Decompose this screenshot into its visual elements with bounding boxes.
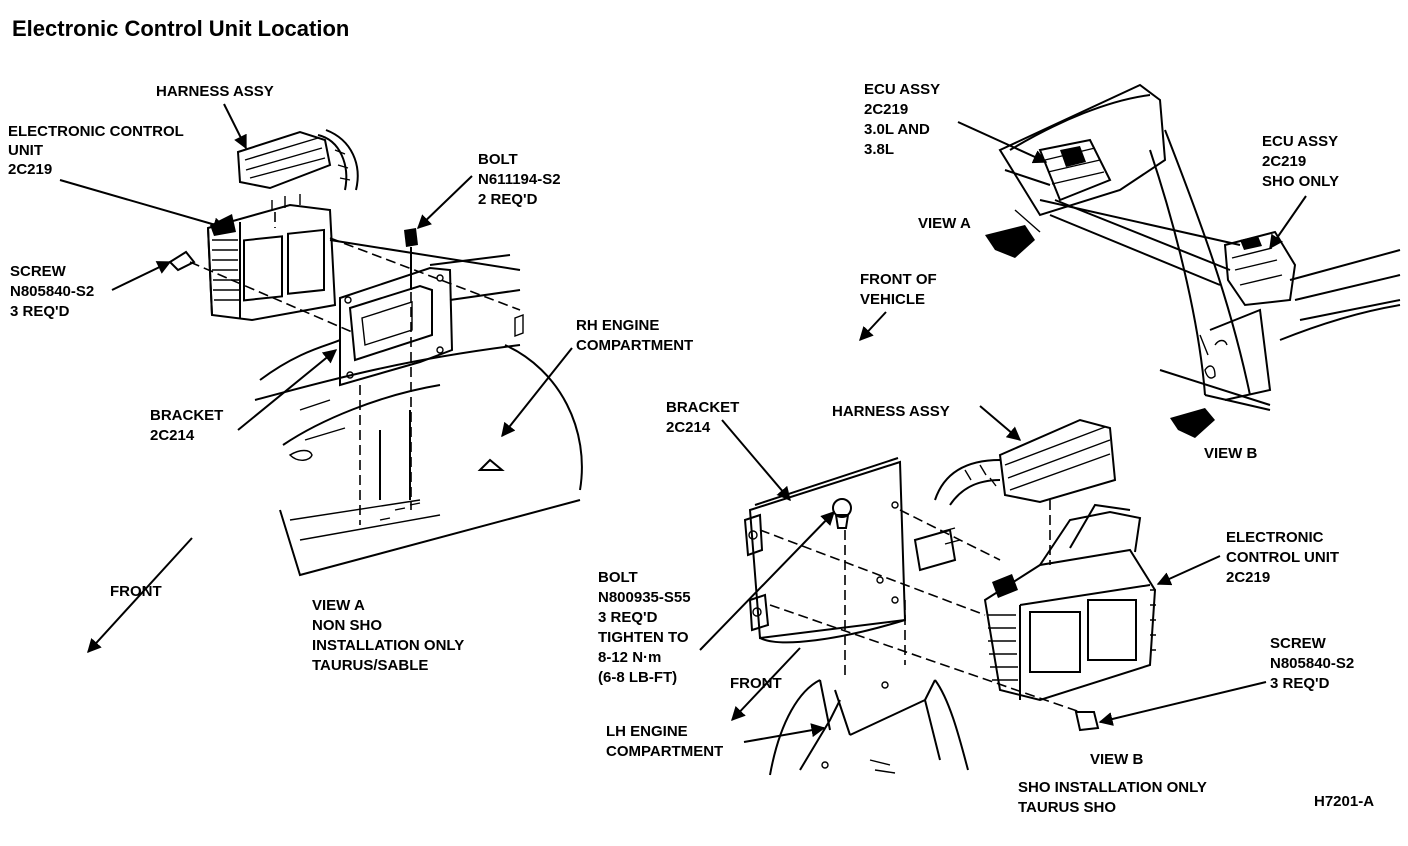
view-b-mount-panel [769, 679, 969, 776]
overview-view-b-label: VIEW B [1204, 445, 1258, 462]
svg-text:ECU ASSY: ECU ASSY [1262, 133, 1338, 150]
svg-text:ELECTRONIC: ELECTRONIC [1226, 529, 1324, 546]
svg-text:SHO ONLY: SHO ONLY [1262, 173, 1339, 190]
overview-drawing [985, 83, 1401, 438]
view-b-bolt [832, 498, 852, 529]
svg-text:3 REQ'D: 3 REQ'D [10, 303, 70, 320]
view-b-bracket-label: BRACKET 2C214 [666, 399, 739, 436]
figure-id: H7201-A [1314, 793, 1374, 810]
view-b-front-arrow [731, 647, 801, 722]
diagram-title: Electronic Control Unit Location [12, 16, 349, 41]
svg-text:VIEW B: VIEW B [1090, 751, 1144, 768]
svg-text:BRACKET: BRACKET [150, 407, 223, 424]
view-a-harness-label: HARNESS ASSY [156, 83, 274, 100]
view-b-lh-engine-label: LH ENGINE COMPARTMENT [606, 723, 723, 760]
svg-text:ELECTRONIC CONTROL: ELECTRONIC CONTROL [8, 123, 184, 140]
view-b-ecu-module [983, 503, 1157, 702]
svg-text:3 REQ'D: 3 REQ'D [598, 609, 658, 626]
svg-text:RH ENGINE: RH ENGINE [576, 317, 659, 334]
svg-text:FRONT OF: FRONT OF [860, 271, 937, 288]
svg-text:SHO INSTALLATION ONLY: SHO INSTALLATION ONLY [1018, 779, 1207, 796]
view-a-harness-connector [236, 129, 359, 191]
view-a-front-arrow [87, 537, 193, 654]
svg-text:BOLT: BOLT [598, 569, 638, 586]
view-b-bracket [743, 457, 907, 644]
overview-ecu-sho-label: ECU ASSY 2C219 SHO ONLY [1262, 133, 1339, 190]
svg-text:COMPARTMENT: COMPARTMENT [606, 743, 723, 760]
svg-text:BRACKET: BRACKET [666, 399, 739, 416]
svg-text:3 REQ'D: 3 REQ'D [1270, 675, 1330, 692]
svg-text:TAURUS/SABLE: TAURUS/SABLE [312, 657, 428, 674]
svg-text:2C219: 2C219 [1226, 569, 1270, 586]
view-b-ecu-label: ELECTRONIC CONTROL UNIT 2C219 [1226, 529, 1339, 586]
view-a-screw-label: SCREW N805840-S2 3 REQ'D [10, 263, 94, 320]
svg-text:VEHICLE: VEHICLE [860, 291, 925, 308]
overview-ecu-sho [1223, 230, 1297, 307]
overview-view-b-pointer [1170, 408, 1215, 438]
view-b-harness-connector [934, 418, 1117, 506]
view-a-bracket-label: BRACKET 2C214 [150, 407, 223, 444]
svg-text:8-12 N·m: 8-12 N·m [598, 649, 661, 666]
svg-text:VIEW A: VIEW A [312, 597, 365, 614]
view-a-body-panel [254, 239, 583, 577]
svg-text:BOLT: BOLT [478, 151, 518, 168]
svg-text:NON SHO: NON SHO [312, 617, 382, 634]
svg-text:TAURUS SHO: TAURUS SHO [1018, 799, 1116, 816]
view-a-ecu-module [206, 194, 337, 322]
svg-text:N611194-S2: N611194-S2 [478, 171, 561, 188]
svg-text:N805840-S2: N805840-S2 [10, 283, 94, 300]
svg-text:LH ENGINE: LH ENGINE [606, 723, 688, 740]
view-b-front-label: FRONT [730, 675, 782, 692]
svg-text:2C219: 2C219 [8, 161, 52, 178]
view-a-bracket [339, 266, 454, 387]
overview-front-arrow [859, 311, 887, 342]
svg-text:2C214: 2C214 [150, 427, 195, 444]
view-a-ecu-label: ELECTRONIC CONTROL UNIT 2C219 [8, 123, 184, 178]
view-a-drawing [168, 129, 583, 577]
view-b-screw [1074, 711, 1100, 732]
view-a-bolt-label: BOLT N611194-S2 2 REQ'D [478, 151, 561, 208]
svg-text:TIGHTEN TO: TIGHTEN TO [598, 629, 689, 646]
svg-text:2 REQ'D: 2 REQ'D [478, 191, 538, 208]
view-a-screw [168, 250, 196, 272]
svg-text:2C214: 2C214 [666, 419, 711, 436]
svg-text:CONTROL UNIT: CONTROL UNIT [1226, 549, 1339, 566]
svg-text:COMPARTMENT: COMPARTMENT [576, 337, 693, 354]
svg-text:SCREW: SCREW [1270, 635, 1327, 652]
overview-front-vehicle-label: FRONT OF VEHICLE [860, 271, 937, 308]
svg-text:INSTALLATION ONLY: INSTALLATION ONLY [312, 637, 464, 654]
view-b-bolt-label: BOLT N800935-S55 3 REQ'D TIGHTEN TO 8-12… [598, 569, 691, 686]
svg-text:3.0L AND: 3.0L AND [864, 121, 930, 138]
svg-text:(6-8 LB-FT): (6-8 LB-FT) [598, 669, 677, 686]
view-b-screw-label: SCREW N805840-S2 3 REQ'D [1270, 635, 1354, 692]
svg-text:ECU ASSY: ECU ASSY [864, 81, 940, 98]
svg-text:3.8L: 3.8L [864, 141, 894, 158]
overview-view-a-pointer [985, 225, 1035, 258]
svg-text:N800935-S55: N800935-S55 [598, 589, 691, 606]
svg-text:N805840-S2: N805840-S2 [1270, 655, 1354, 672]
svg-text:UNIT: UNIT [8, 142, 43, 159]
svg-text:2C219: 2C219 [1262, 153, 1306, 170]
svg-text:SCREW: SCREW [10, 263, 67, 280]
view-a-bolt [404, 228, 418, 290]
view-b-harness-label: HARNESS ASSY [832, 403, 950, 420]
overview-ecu-30l [1038, 138, 1112, 202]
view-b-drawing [743, 418, 1157, 776]
view-b-caption: VIEW B SHO INSTALLATION ONLY TAURUS SHO [1018, 751, 1207, 816]
view-a-front-label: FRONT [110, 583, 162, 600]
view-a-rh-engine-label: RH ENGINE COMPARTMENT [576, 317, 693, 354]
view-a-caption: VIEW A NON SHO INSTALLATION ONLY TAURUS/… [312, 597, 464, 674]
overview-view-a-label: VIEW A [918, 215, 971, 232]
overview-ecu-30l-label: ECU ASSY 2C219 3.0L AND 3.8L [864, 81, 940, 158]
svg-text:2C219: 2C219 [864, 101, 908, 118]
